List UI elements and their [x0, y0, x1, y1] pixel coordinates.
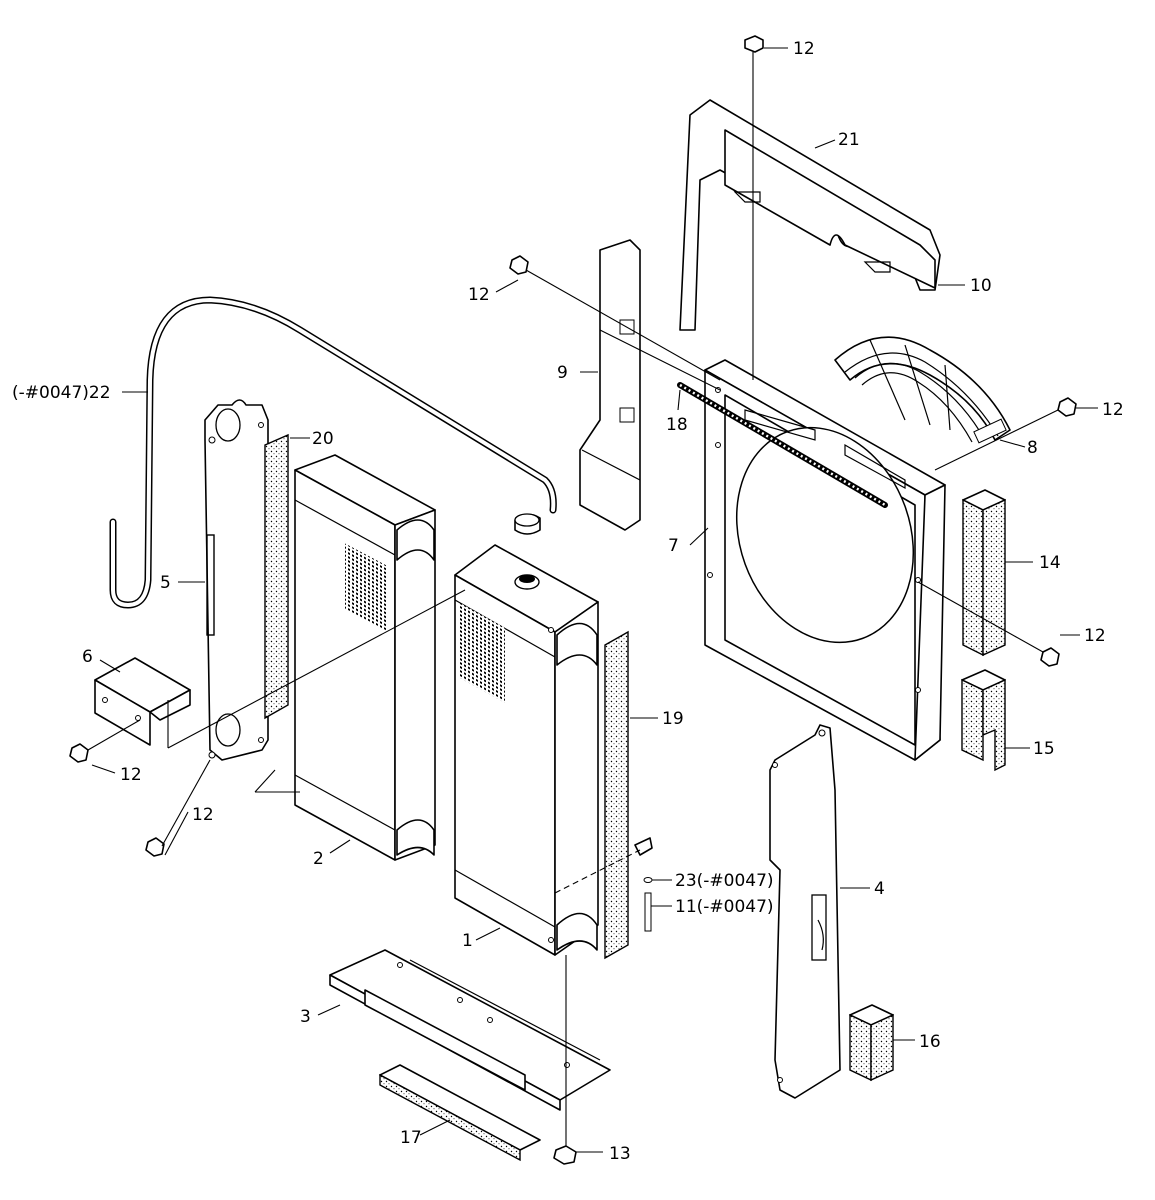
- callout-10: 10: [970, 276, 992, 296]
- callout-11: 11(-#0047): [675, 897, 774, 917]
- callout-12-part-6: 12: [120, 765, 142, 785]
- callout-15: 15: [1033, 739, 1055, 759]
- fan-guard-part-8: [834, 336, 1011, 444]
- callout-13: 13: [609, 1144, 631, 1164]
- callout-leaders: [91, 47, 1098, 1153]
- seal-rod-part-18: [677, 382, 888, 508]
- callout-19: 19: [662, 709, 684, 729]
- callout-4: 4: [874, 879, 885, 899]
- plate-part-9: [579, 239, 641, 531]
- callout-23: 23(-#0047): [675, 871, 774, 891]
- hose-part-22: [109, 296, 557, 609]
- base-part-3: [329, 949, 611, 1111]
- bracket-part-6: [94, 657, 191, 746]
- callout-22: (-#0047)22: [12, 383, 111, 403]
- callout-17: 17: [400, 1128, 422, 1148]
- callout-labels: 12 21 10 12 9 18 12 8 (-#0047)22 20 7 14…: [12, 39, 1124, 1164]
- callout-3: 3: [300, 1007, 311, 1027]
- foam-pad-part-17: [379, 1064, 541, 1162]
- callout-18: 18: [666, 415, 688, 435]
- callout-21: 21: [838, 130, 860, 150]
- callout-20: 20: [312, 429, 334, 449]
- callout-1: 1: [462, 931, 473, 951]
- callout-12-part-8: 12: [1102, 400, 1124, 420]
- seal-strip-part-20: [264, 433, 289, 720]
- foam-part-14: [962, 489, 1006, 657]
- callout-8: 8: [1027, 438, 1038, 458]
- oil-cooler-part-2: [294, 454, 436, 861]
- callout-7: 7: [668, 536, 679, 556]
- foam-part-16: [849, 1004, 894, 1082]
- foam-part-15: [961, 669, 1006, 772]
- reference-lines: [167, 329, 721, 793]
- bracket-part-5: [204, 399, 269, 761]
- callout-5: 5: [160, 573, 171, 593]
- callout-12-top: 12: [793, 39, 815, 59]
- callout-12-part-9: 12: [468, 285, 490, 305]
- callout-14: 14: [1039, 553, 1061, 573]
- callout-2: 2: [313, 849, 324, 869]
- callout-16: 16: [919, 1032, 941, 1052]
- fan-shroud-part-7: [704, 359, 946, 761]
- callout-12-part-7: 12: [1084, 626, 1106, 646]
- shroud-part-21: [679, 99, 941, 331]
- seal-strip-part-19: [604, 630, 629, 960]
- bolts: [69, 35, 1077, 1165]
- plate-part-4: [769, 724, 841, 1099]
- callout-12-part-5: 12: [192, 805, 214, 825]
- callout-6: 6: [82, 647, 93, 667]
- radiator-part-1: [454, 513, 599, 956]
- callout-9: 9: [557, 363, 568, 383]
